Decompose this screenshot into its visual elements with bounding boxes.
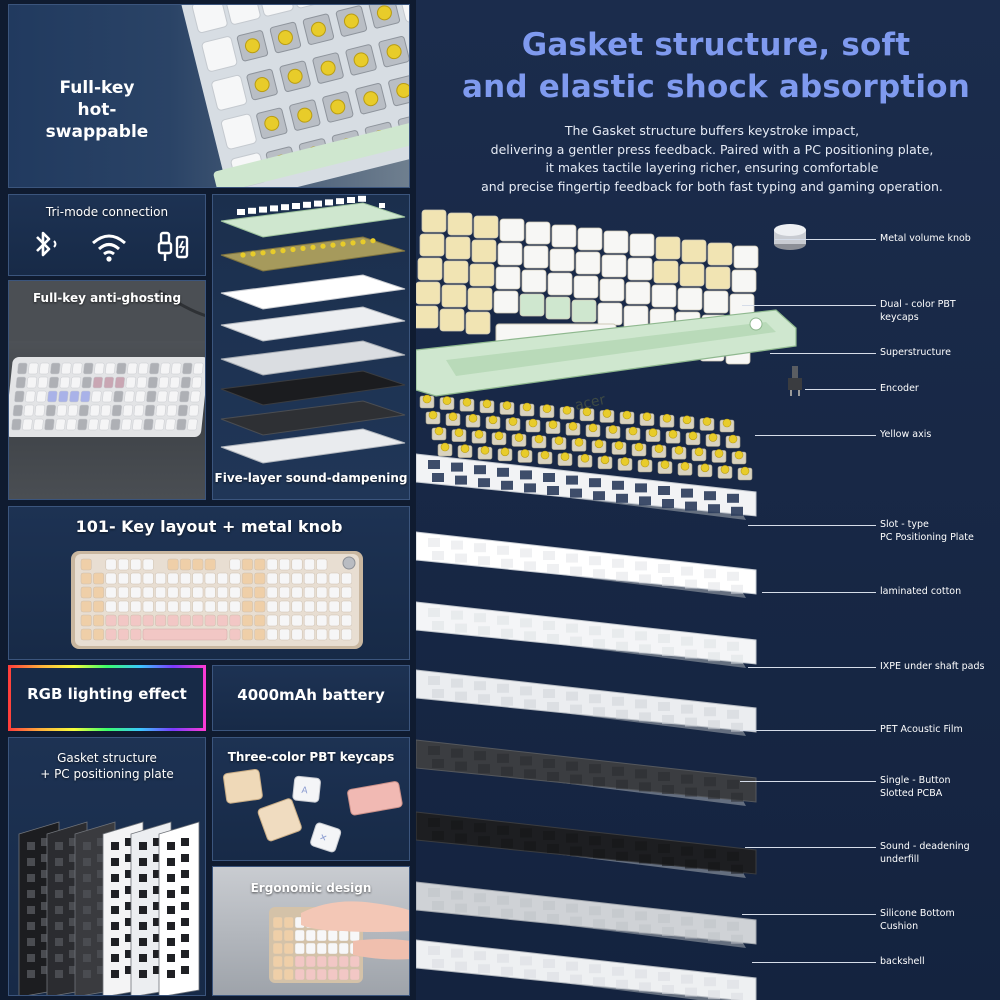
svg-text:A: A — [301, 786, 309, 797]
ergo-hands-illustration — [269, 901, 409, 983]
gasket-title-line2: + PC positioning plate — [40, 767, 174, 781]
pbt-title: Three-color PBT keycaps — [227, 750, 395, 764]
callout-label: IXPE under shaft pads — [880, 660, 984, 673]
callout-label-line2: Slotted PCBA — [880, 788, 943, 799]
callout-leader-line — [742, 305, 876, 306]
trimode-title: Tri-mode connection — [45, 205, 169, 219]
callout-leader-line — [748, 525, 876, 526]
callout-leader-line — [748, 667, 876, 668]
ghosting-keyboard-photo — [9, 281, 205, 437]
brand-logo: acer — [574, 392, 608, 414]
ergo-panel: Ergonomic design — [212, 866, 410, 996]
exploded-keyboard-illustration: acer — [416, 209, 806, 1000]
callout-label-line1: Encoder — [880, 383, 919, 394]
five-layer-title: Five-layer sound-dampening — [214, 471, 408, 485]
svg-text:✕: ✕ — [318, 833, 328, 845]
callout-label: backshell — [880, 955, 925, 968]
callout-label-line1: Dual - color PBT — [880, 299, 956, 310]
rgb-label: RGB lighting effect — [27, 685, 187, 703]
rgb-panel: RGB lighting effect — [8, 665, 206, 731]
gasket-plates-illustration — [18, 821, 200, 995]
layout-keyboard-illustration — [71, 551, 363, 649]
description: The Gasket structure buffers keystroke i… — [432, 122, 992, 196]
anti-ghosting-title: Full-key anti-ghosting — [32, 291, 182, 305]
hotswap-label-line1: Full-key — [59, 78, 135, 98]
callout-label-line1: Superstructure — [880, 347, 951, 358]
callout-label: PET Acoustic Film — [880, 723, 963, 736]
callout-label-line1: Yellow axis — [880, 429, 932, 440]
callout-label-line1: Sound - deadening — [880, 841, 970, 852]
headline-line1: Gasket structure, soft — [521, 27, 911, 63]
callout-label-line1: backshell — [880, 956, 925, 967]
battery-label: 4000mAh battery — [237, 686, 385, 704]
description-line3: it makes tactile layering richer, ensuri… — [545, 160, 879, 175]
headline: Gasket structure, soft and elastic shock… — [436, 24, 996, 108]
callout-label: Encoder — [880, 382, 919, 395]
callout-leader-line — [752, 962, 876, 963]
callout-label-line2: underfill — [880, 854, 920, 865]
callout-label: Metal volume knob — [880, 232, 971, 245]
five-layer-exploded-illustration — [220, 195, 406, 464]
callout-label: Yellow axis — [880, 428, 931, 441]
description-line1: The Gasket structure buffers keystroke i… — [564, 123, 860, 138]
callout-label: laminated cotton — [880, 585, 961, 598]
hotswap-label-line2: hot-swappable — [45, 100, 149, 142]
callout-label-line1: IXPE under shaft pads — [880, 661, 985, 672]
hotswap-keyboard-illustration — [180, 5, 409, 187]
callout-label: Superstructure — [880, 346, 951, 359]
callout-leader-line — [740, 781, 876, 782]
callout-leader-line — [745, 847, 876, 848]
callout-label-line2: Cushion — [880, 921, 919, 932]
callout-label-line1: Silicone Bottom — [880, 908, 955, 919]
gasket-panel: Gasket structure + PC positioning plate — [8, 737, 206, 996]
description-line4: and precise fingertip feedback for both … — [481, 178, 943, 194]
pbt-keycaps-illustration: A ✕ — [223, 769, 403, 853]
headline-line2: and elastic shock absorption — [462, 69, 970, 105]
callout-label: Slot - type PC Positioning Plate — [880, 518, 974, 544]
metal-knob-graphic — [774, 224, 806, 250]
callout-leader-line — [805, 389, 876, 390]
pbt-panel: Three-color PBT keycaps A ✕ — [212, 737, 410, 861]
ergo-title: Ergonomic design — [250, 881, 372, 895]
wifi-icon — [92, 234, 126, 262]
callout-leader-line — [755, 435, 876, 436]
layout-panel: 101- Key layout + metal knob — [8, 506, 410, 660]
callout-leader-line — [775, 239, 876, 240]
callout-label-line2: PC Positioning Plate — [880, 532, 974, 543]
callout-leader-line — [740, 730, 876, 731]
encoder-graphic — [788, 366, 802, 396]
callout-label-line1: PET Acoustic Film — [880, 724, 963, 735]
callout-leader-line — [742, 914, 876, 915]
callout-label-line1: laminated cotton — [880, 586, 962, 597]
callout-label: Dual - color PBT keycaps — [880, 298, 956, 324]
usb-cable-icon — [157, 231, 189, 261]
description-line2: delivering a gentler press feedback. Pai… — [490, 141, 934, 157]
bluetooth-icon — [36, 231, 57, 257]
callout-label-line1: Slot - type — [880, 519, 929, 530]
callout-label-line1: Single - Button — [880, 775, 951, 786]
hotswap-label: Full-key hot-swappable — [27, 77, 167, 143]
gasket-title-line1: Gasket structure — [57, 751, 157, 765]
gasket-title: Gasket structure + PC positioning plate — [9, 750, 205, 782]
layout-title: 101- Key layout + metal knob — [75, 517, 343, 536]
five-layer-panel: Five-layer sound-dampening — [212, 194, 410, 500]
hotswap-panel: Full-key hot-swappable — [8, 4, 410, 188]
battery-panel: 4000mAh battery — [212, 665, 410, 731]
callout-label-line2: keycaps — [880, 312, 919, 323]
anti-ghosting-panel: Full-key anti-ghosting — [8, 280, 206, 500]
callout-label-line1: Metal volume knob — [880, 233, 971, 244]
callout-leader-line — [770, 353, 876, 354]
trimode-panel: Tri-mode connection — [8, 194, 206, 276]
callout-label: Sound - deadening underfill — [880, 840, 970, 866]
callout-leader-line — [762, 592, 876, 593]
